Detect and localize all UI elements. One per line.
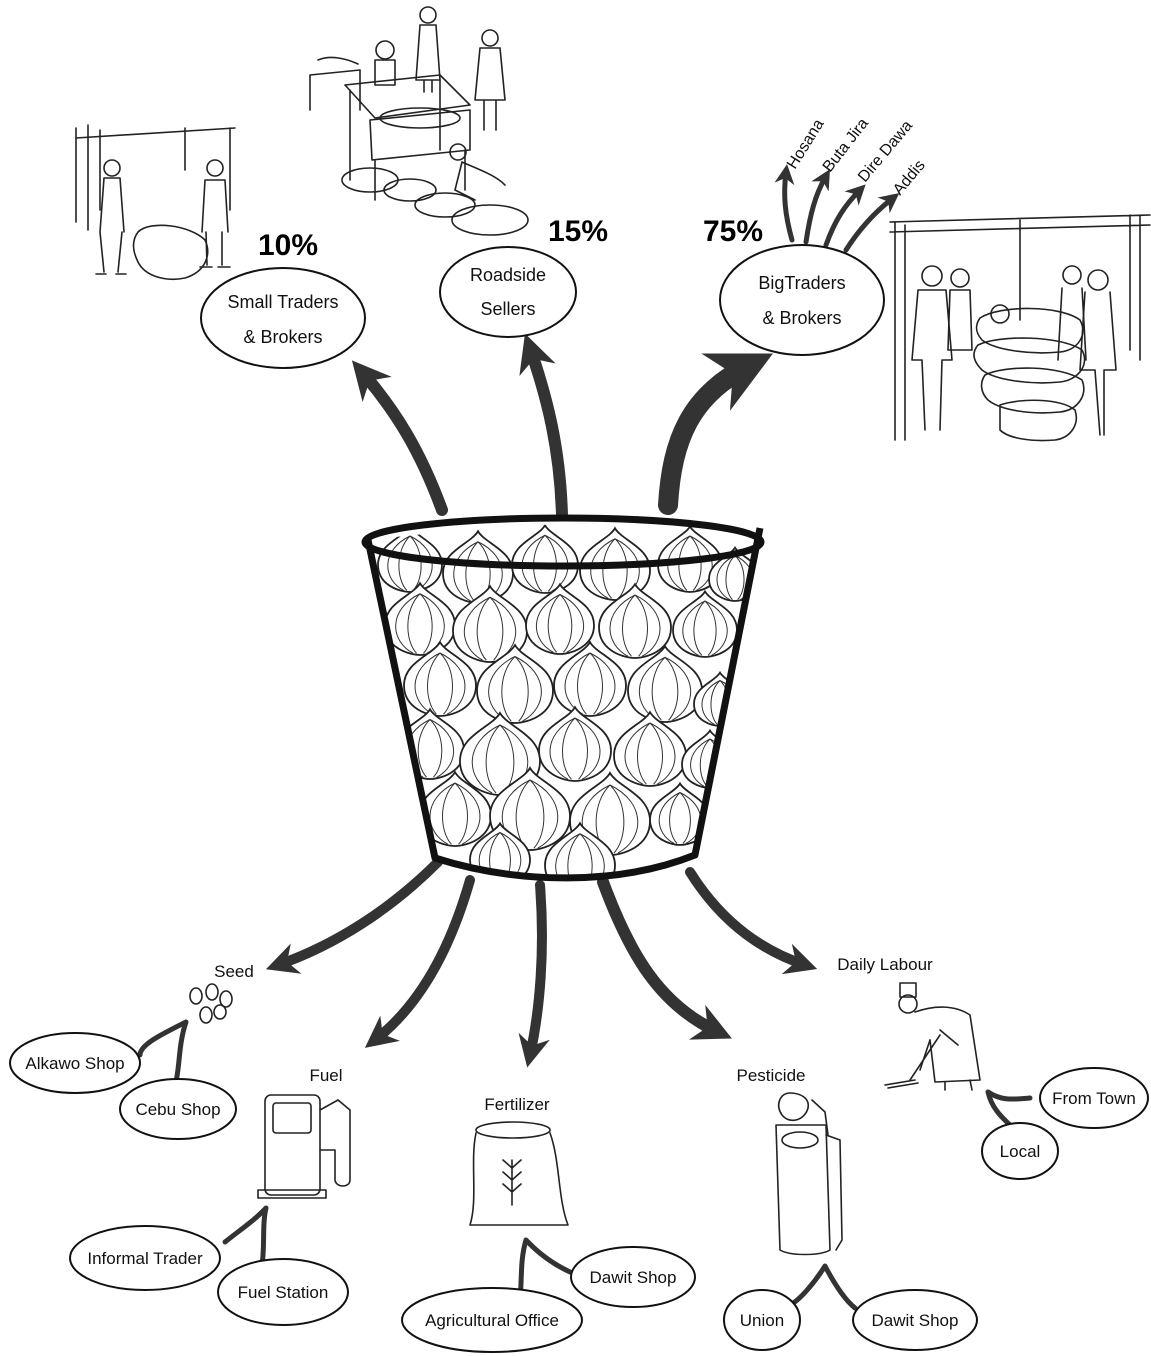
onion-drawing <box>525 582 595 655</box>
fuel-node: Fuel Informal Trader Fuel Station <box>69 1066 351 1326</box>
small-traders-node: 10% Small Traders & Brokers <box>200 229 366 369</box>
arrow-to-roadside <box>519 333 568 521</box>
arrow-to-small-traders <box>351 360 448 516</box>
arrow-from-pesticide <box>597 876 732 1040</box>
arrow-from-fertilizer <box>518 880 550 1068</box>
pesticide-node: Pesticide Union Dawit Shop <box>723 1066 978 1351</box>
onion-drawing <box>384 581 456 656</box>
fuel-label: Fuel <box>309 1066 342 1085</box>
big-traders-percent: 75% <box>703 215 763 248</box>
fuel-source-fuel-station: Fuel Station <box>238 1283 329 1302</box>
fertilizer-sack-icon <box>469 1121 569 1226</box>
roadside-label-line1: Roadside <box>470 265 546 285</box>
fertilizer-source-dawit-shop: Dawit Shop <box>590 1268 677 1287</box>
arrow-from-seed <box>265 857 443 974</box>
big-traders-label-line1: BigTraders <box>758 273 845 293</box>
daily-labour-label: Daily Labour <box>837 955 933 974</box>
fuel-source-informal-trader: Informal Trader <box>87 1249 203 1268</box>
daily-labour-node: Daily Labour From Town Local <box>837 955 1149 1180</box>
destination-addis: Addis <box>890 157 929 199</box>
labour-source-local: Local <box>1000 1142 1041 1161</box>
arrow-from-fuel <box>364 875 475 1048</box>
arrow-to-big-traders <box>658 353 773 515</box>
arrow-from-daily-labour <box>685 867 818 975</box>
onion-drawing <box>553 640 627 717</box>
big-traders-label-line2: & Brokers <box>762 308 841 328</box>
small-traders-percent: 10% <box>258 229 318 262</box>
onion-drawing <box>538 705 612 782</box>
roadside-node: 15% Roadside Sellers <box>439 215 608 338</box>
fertilizer-source-agricultural-office: Agricultural Office <box>425 1311 559 1330</box>
output-arrows <box>351 333 773 521</box>
roadside-sketch <box>309 6 529 236</box>
onion-drawing <box>613 710 687 787</box>
small-traders-label-line1: Small Traders <box>227 292 338 312</box>
destination-arrows <box>774 164 900 253</box>
onion-drawing <box>476 643 554 724</box>
onion-drawing <box>598 582 672 659</box>
pesticide-source-union: Union <box>740 1311 784 1330</box>
onion-drawing <box>418 770 492 847</box>
onion-drawing <box>403 640 477 717</box>
fertilizer-node: Fertilizer Dawit Shop Agricultural Offic… <box>401 1095 696 1353</box>
input-arrows <box>265 857 818 1068</box>
onion-drawing <box>672 589 738 658</box>
pesticide-source-dawit-shop: Dawit Shop <box>872 1311 959 1330</box>
seed-label: Seed <box>214 962 254 981</box>
fuel-pump-icon <box>257 1094 351 1199</box>
pesticide-sprayer-icon <box>775 1092 843 1256</box>
small-traders-label-line2: & Brokers <box>243 327 322 347</box>
seed-icon <box>189 983 233 1024</box>
onion-basket <box>361 514 765 882</box>
seed-node: Seed Alkawo Shop Cebu Shop <box>9 962 254 1140</box>
big-traders-sketch <box>889 214 1151 442</box>
seed-source-alkawo-shop: Alkawo Shop <box>25 1054 124 1073</box>
fertilizer-label: Fertilizer <box>484 1095 550 1114</box>
labour-source-from-town: From Town <box>1052 1089 1136 1108</box>
onion-drawing <box>511 523 579 594</box>
roadside-percent: 15% <box>548 215 608 248</box>
seed-source-cebu-shop: Cebu Shop <box>135 1100 220 1119</box>
pesticide-label: Pesticide <box>737 1066 806 1085</box>
roadside-label-line2: Sellers <box>480 299 535 319</box>
labourer-icon <box>884 982 981 1091</box>
small-traders-sketch <box>75 124 236 280</box>
